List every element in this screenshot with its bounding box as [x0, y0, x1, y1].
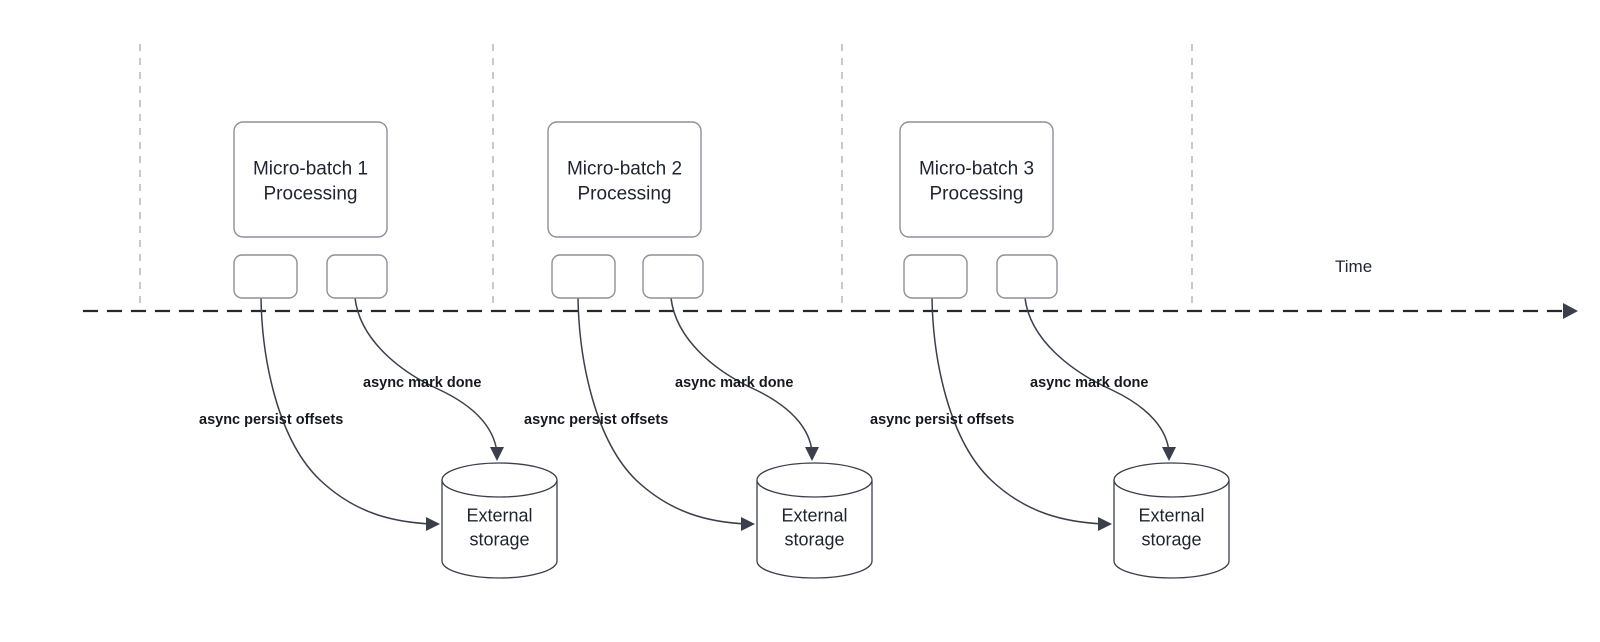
group-3-storage-cylinder-body[interactable]: [1113, 480, 1230, 579]
group-2-edge-persist-offsets-label: async persist offsets: [524, 412, 668, 428]
group-2-edge-persist-offsets: [577, 297, 747, 525]
group-2-storage-label-line1: External: [781, 506, 847, 526]
group-1-batch-label-line2: Processing: [264, 184, 358, 205]
group-1-storage-cylinder-top: [441, 462, 558, 498]
group-3-storage-label-line2: storage: [1141, 530, 1201, 550]
group-2-batch-label-line1: Micro-batch 2: [567, 159, 682, 180]
group-1-edge-persist-offsets-arrow-icon: [426, 517, 440, 531]
timeline-arrow-icon: [1563, 303, 1578, 319]
group-1-edge-persist-offsets: [260, 297, 432, 525]
group-1-task-box-persist[interactable]: [233, 254, 298, 299]
vertical-guide-lines: [139, 44, 1193, 311]
group-3-edge-persist-offsets: [931, 297, 1104, 525]
group-2-batch-box[interactable]: [547, 121, 702, 238]
group-1-edge-mark-done: [354, 297, 498, 453]
group-3-edge-persist-offsets-label: async persist offsets: [870, 412, 1014, 428]
flow-edges-layer: async persist offsets async mark done asyn…: [199, 297, 1176, 531]
group-2-storage-cylinder-body[interactable]: [756, 480, 873, 579]
group-2-storage-cylinder-top: [756, 462, 873, 498]
time-axis: Time: [83, 257, 1578, 319]
group-3-edge-mark-done-arrow-icon: [1162, 447, 1176, 461]
group-3-storage-cylinder-top: [1113, 462, 1230, 498]
group-3-edge-mark-done-label: async mark done: [1030, 375, 1148, 391]
group-1-edge-mark-done-arrow-icon: [490, 447, 504, 461]
group-1-storage-label-line1: External: [466, 506, 532, 526]
group-2-task-box-persist[interactable]: [551, 254, 616, 299]
group-3-task-box-mark[interactable]: [996, 254, 1058, 299]
shapes-layer: [233, 121, 1230, 579]
time-axis-label: Time: [1335, 257, 1372, 276]
group-3-batch-box[interactable]: [899, 121, 1054, 238]
group-2-storage-label-line2: storage: [784, 530, 844, 550]
group-2-batch-label-line2: Processing: [578, 184, 672, 205]
group-3-storage-label-line1: External: [1138, 506, 1204, 526]
group-2-edge-mark-done-arrow-icon: [805, 447, 819, 461]
group-1-edge-mark-done-label: async mark done: [363, 375, 481, 391]
group-3-edge-mark-done: [1024, 297, 1170, 453]
group-1-batch-label-line1: Micro-batch 1: [253, 159, 368, 180]
group-1-edge-persist-offsets-label: async persist offsets: [199, 412, 343, 428]
group-3-task-box-persist[interactable]: [903, 254, 968, 299]
group-2-task-box-mark[interactable]: [642, 254, 704, 299]
group-1-storage-cylinder-body[interactable]: [441, 480, 558, 579]
group-2-edge-mark-done-label: async mark done: [675, 375, 793, 391]
group-1-batch-box[interactable]: [233, 121, 388, 238]
group-3-edge-persist-offsets-arrow-icon: [1098, 517, 1112, 531]
group-2-edge-persist-offsets-arrow-icon: [741, 517, 755, 531]
group-3-batch-label-line1: Micro-batch 3: [919, 159, 1034, 180]
group-2-edge-mark-done: [670, 297, 813, 453]
group-3-batch-label-line2: Processing: [930, 184, 1024, 205]
group-1-task-box-mark[interactable]: [326, 254, 388, 299]
group-1-storage-label-line2: storage: [469, 530, 529, 550]
